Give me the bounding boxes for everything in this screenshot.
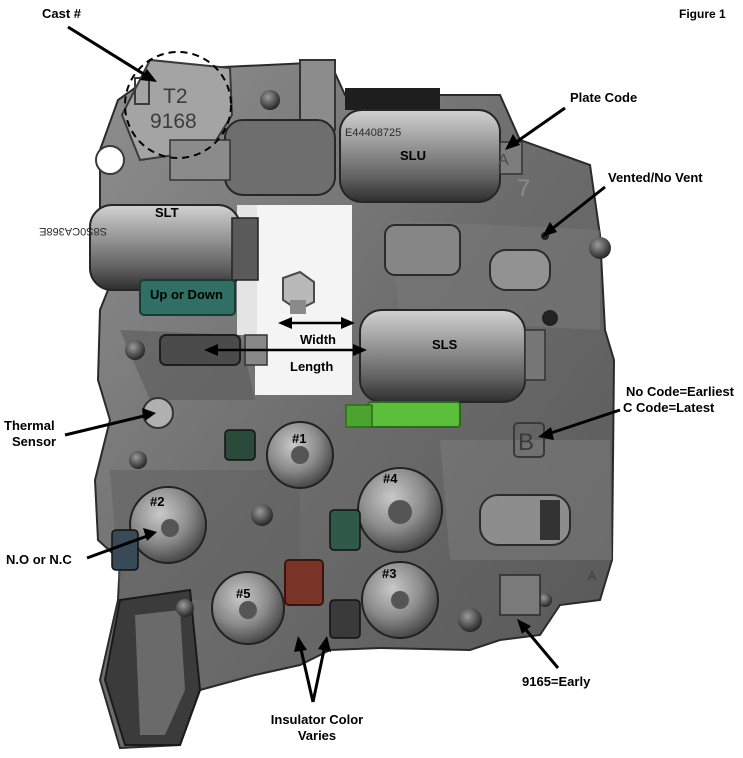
width-arrow: [278, 317, 355, 329]
callout-sensor: Sensor: [12, 434, 57, 449]
callout-varies: Varies: [297, 728, 337, 743]
solenoid-4: [357, 467, 443, 553]
solenoid-3: [361, 561, 439, 639]
center-bolt: [282, 270, 315, 314]
cast-a-small: A: [588, 569, 596, 583]
solenoid-1-label: #1: [292, 431, 307, 446]
length-label: Length: [290, 359, 334, 374]
cast-9168: 9168: [150, 110, 197, 133]
cast-highlight-circle: [124, 51, 232, 159]
callout-c-code: C Code=Latest: [623, 400, 715, 415]
slt-code: S8S0CA368E: [39, 225, 107, 237]
callout-early: 9165=Early: [522, 674, 591, 689]
sls-insulator: [367, 401, 461, 428]
solenoid-2: [129, 486, 207, 564]
solenoid-1: [266, 421, 334, 489]
brown-insulator: [284, 559, 324, 606]
sls-solenoid: [359, 309, 546, 403]
callout-cast-number: Cast #: [42, 6, 82, 21]
callout-vented: Vented/No Vent: [608, 170, 703, 185]
callout-no-code: No Code=Earliest: [626, 384, 735, 399]
slu-label: SLU: [400, 148, 426, 163]
solenoid-5: [211, 571, 285, 645]
teal-insulator: [139, 279, 236, 316]
solenoid-3-label: #3: [382, 566, 397, 581]
slu-code: E44408725: [345, 127, 401, 139]
slt-label: SLT: [155, 205, 179, 220]
cast-7: 7: [517, 175, 530, 202]
cast-t2: T2: [163, 85, 188, 108]
figure-label: Figure 1: [679, 7, 726, 21]
slu-solenoid: [169, 109, 523, 203]
callout-plate-code: Plate Code: [570, 90, 638, 105]
callout-arrows: [64, 25, 621, 703]
callout-insulator: Insulator Color: [270, 712, 364, 727]
cast-b: B: [518, 429, 534, 456]
solenoid-4-label: #4: [383, 471, 398, 486]
up-or-down-label: Up or Down: [150, 287, 223, 302]
solenoid-5-label: #5: [236, 586, 251, 601]
length-arrow: [204, 344, 367, 356]
solenoid-2-label: #2: [150, 494, 165, 509]
callout-no-nc: N.O or N.C: [6, 552, 72, 567]
callout-thermal: Thermal: [4, 418, 55, 433]
sls-label: SLS: [432, 337, 458, 352]
width-label: Width: [300, 332, 336, 347]
cast-plate-a: A: [498, 152, 509, 169]
